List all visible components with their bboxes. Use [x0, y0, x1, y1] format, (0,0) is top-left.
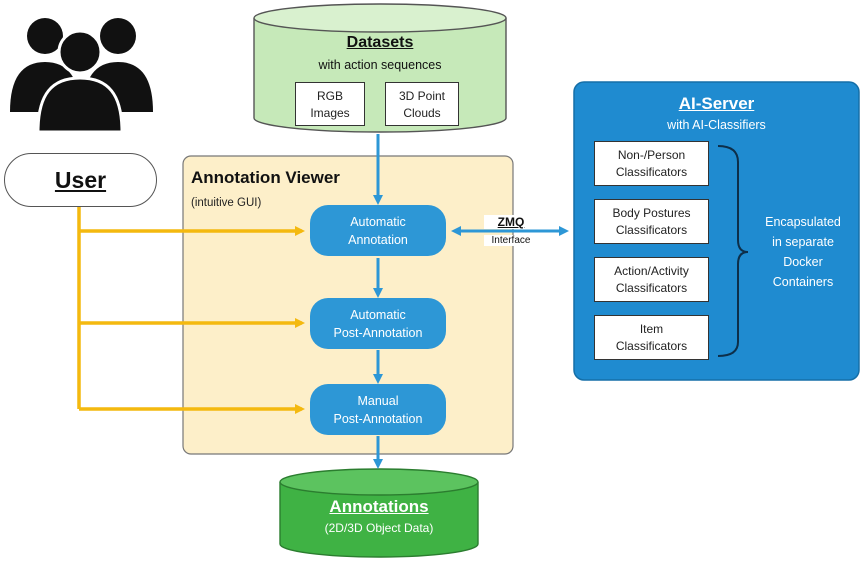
- user-box: User: [4, 153, 157, 207]
- ai-server-subtitle: with AI-Classifiers: [667, 118, 766, 132]
- annotation-viewer-subtitle: (intuitive GUI): [191, 197, 262, 209]
- annotations-subtitle: (2D/3D Object Data): [324, 521, 434, 535]
- manual-post-annotation-step: Manual Post-Annotation: [310, 384, 446, 435]
- activity-classifier-doc: Action/Activity Classificators: [594, 257, 709, 302]
- automatic-post-annotation-step: Automatic Post-Annotation: [310, 298, 446, 349]
- flow-arrows: [373, 134, 569, 469]
- zmq-interface-label: Interface: [484, 235, 538, 246]
- automatic-annotation-step: Automatic Annotation: [310, 205, 446, 256]
- datasets-title: Datasets: [346, 34, 414, 51]
- classifier-brace: [717, 145, 749, 357]
- body-posture-classifier-doc: Body Postures Classificators: [594, 199, 709, 244]
- ai-server-title: AI-Server: [678, 94, 755, 113]
- user-arrows: [77, 198, 305, 414]
- rgb-images-doc: RGB Images: [295, 82, 365, 126]
- user-label: User: [54, 166, 107, 193]
- point-clouds-doc: 3D Point Clouds: [385, 82, 459, 126]
- annotations-cylinder: [279, 468, 479, 558]
- zmq-label: ZMQ: [484, 215, 538, 229]
- users-icon: [10, 18, 153, 134]
- item-classifier-doc: Item Classificators: [594, 315, 709, 360]
- annotations-title: Annotations: [329, 497, 429, 516]
- annotation-viewer-title: Annotation Viewer: [191, 168, 340, 187]
- person-classifier-doc: Non-/Person Classificators: [594, 141, 709, 186]
- datasets-subtitle: with action sequences: [318, 58, 442, 72]
- docker-note: Encapsulated in separate Docker Containe…: [765, 215, 841, 289]
